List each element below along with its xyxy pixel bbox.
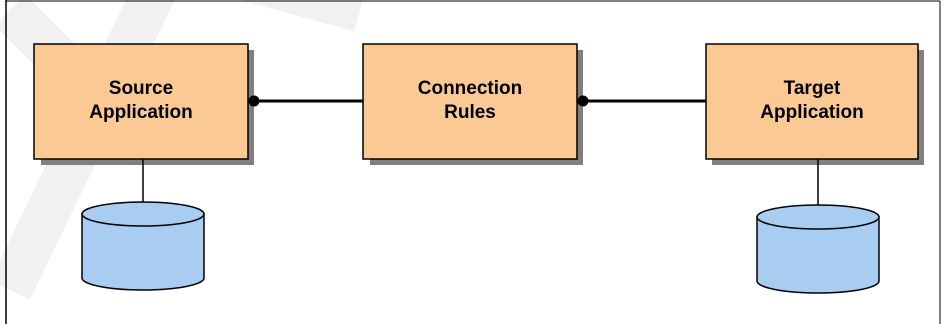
- diagram-frame: [5, 0, 941, 324]
- source-database-icon: [81, 201, 205, 291]
- source-box-line2: Application: [89, 102, 192, 123]
- source-application-box: Source Application: [33, 43, 249, 160]
- rules-connection-dot: [577, 95, 589, 107]
- rules-box-line1: Connection: [418, 78, 523, 99]
- target-box-line1: Target: [784, 78, 841, 99]
- target-application-box: Target Application: [705, 43, 919, 160]
- target-box-line2: Application: [760, 102, 863, 123]
- connection-rules-box: Connection Rules: [362, 43, 578, 160]
- source-connection-dot: [248, 95, 260, 107]
- rules-box-line2: Rules: [444, 102, 496, 123]
- target-database-icon: [756, 204, 880, 294]
- source-box-line1: Source: [109, 78, 173, 99]
